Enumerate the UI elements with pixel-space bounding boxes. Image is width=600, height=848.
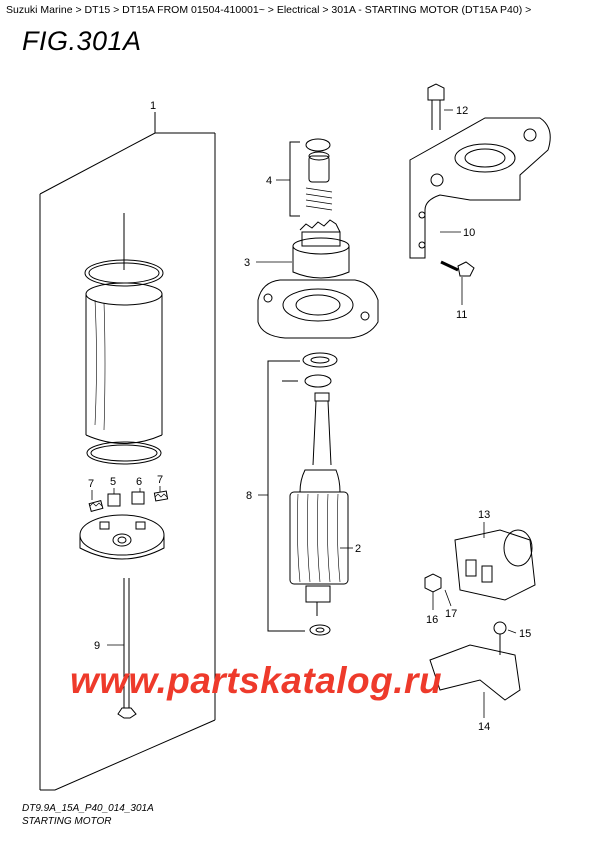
breadcrumb-separator: > [319,4,332,16]
breadcrumb-item-suzuki-marine[interactable]: Suzuki Marine [6,4,73,16]
breadcrumb-trailing-separator: > [522,4,532,16]
breadcrumb-separator: > [110,4,123,16]
callout-10[interactable]: 10 [463,227,475,239]
watermark: www.partskatalog.ru [70,660,443,701]
callout-7[interactable]: 7 [88,478,94,490]
bolts [427,83,475,277]
motor-yoke [84,259,164,465]
callout-4[interactable]: 4 [266,175,272,187]
callout-2[interactable]: 2 [355,543,361,555]
breadcrumb: Suzuki Marine > DT15 > DT15A FROM 01504-… [6,4,531,16]
breadcrumb-item-dt15a[interactable]: DT15A FROM 01504-410001~ [122,4,265,16]
callout-8[interactable]: 8 [246,490,252,502]
breadcrumb-separator: > [264,4,277,16]
callout-labels: 1 2 3 4 5 6 7 7 8 9 10 11 12 13 14 15 16… [88,100,531,733]
breadcrumb-item-starting-motor[interactable]: 301A - STARTING MOTOR (DT15A P40) [331,4,523,16]
breadcrumb-item-dt15[interactable]: DT15 [84,4,111,16]
stop-ring-and-spring [289,138,333,217]
callout-16[interactable]: 16 [426,614,438,626]
relay-bracket [429,621,521,701]
callout-17[interactable]: 17 [445,608,457,620]
callout-3[interactable]: 3 [244,257,250,269]
callout-11[interactable]: 11 [456,309,467,321]
figure-caption: STARTING MOTOR [22,816,112,827]
pinion-gear [292,219,350,279]
callout-14[interactable]: 14 [478,721,490,733]
figure-title: FIG.301A [22,26,142,56]
leader-lines [91,109,517,718]
callout-12[interactable]: 12 [456,105,468,117]
starter-relay [424,529,536,601]
callout-1[interactable]: 1 [150,100,156,112]
figure-code: DT9.9A_15A_P40_014_301A [22,803,154,814]
breadcrumb-separator: > [72,4,85,16]
breadcrumb-item-electrical[interactable]: Electrical [276,4,320,16]
washers [267,352,338,636]
mounting-bracket [409,117,551,259]
callout-7b[interactable]: 7 [157,474,163,486]
brush-holder-plate [79,514,165,560]
callout-9[interactable]: 9 [94,640,100,652]
brushes-and-springs [88,490,169,513]
callout-6[interactable]: 6 [136,476,142,488]
callout-15[interactable]: 15 [519,628,531,640]
callout-13[interactable]: 13 [478,509,490,521]
front-bracket [257,279,379,339]
armature [289,392,349,616]
through-bolt [117,578,137,719]
callout-5[interactable]: 5 [110,476,116,488]
